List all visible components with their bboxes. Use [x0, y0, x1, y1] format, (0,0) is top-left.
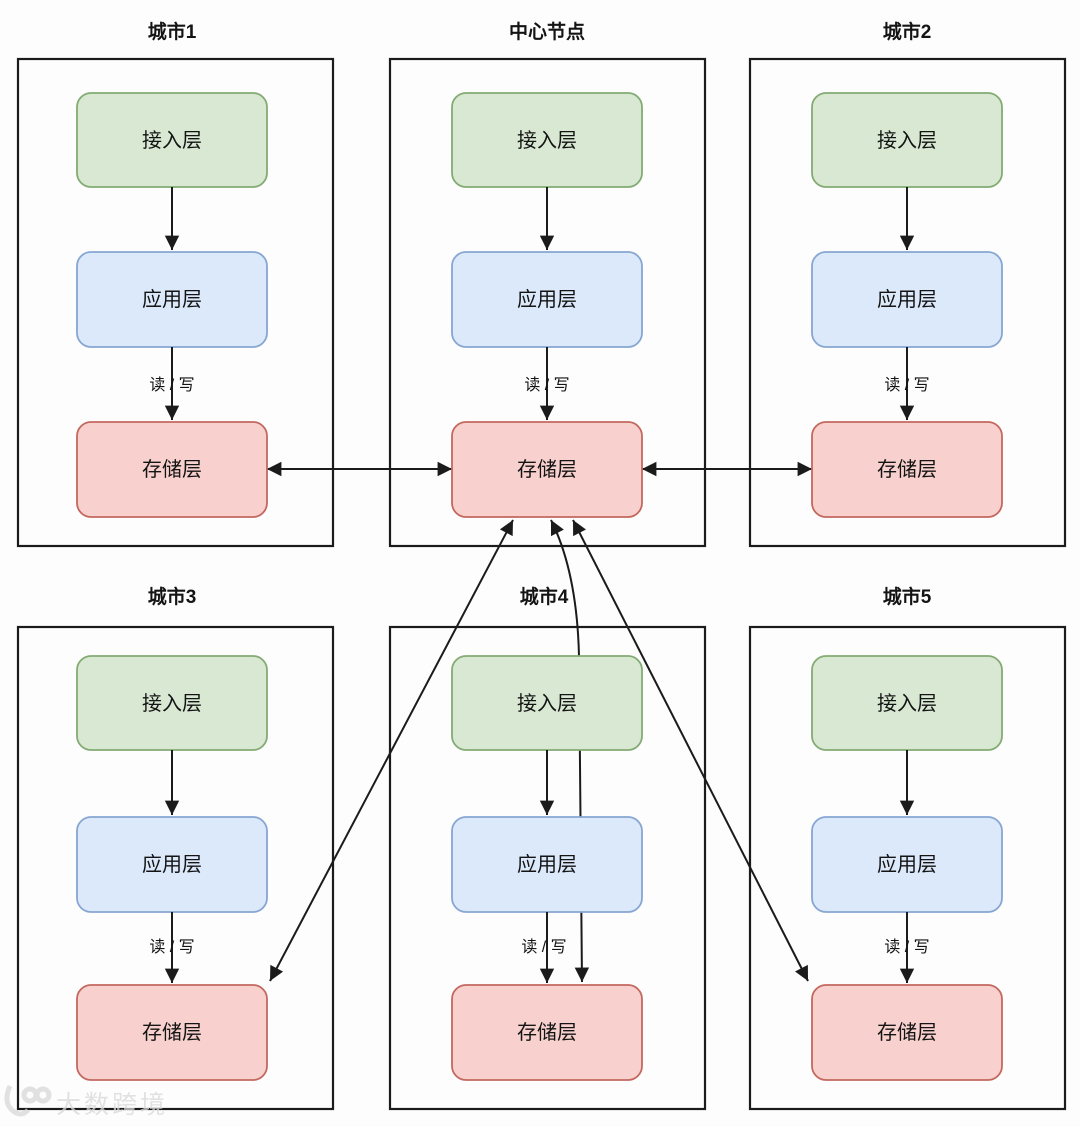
watermark-logo-icon	[4, 1084, 52, 1117]
storage-layer-box	[811, 421, 1003, 518]
panel-title: 中心节点	[509, 20, 585, 43]
storage-layer-box	[451, 421, 643, 518]
access-layer-label: 接入层	[877, 129, 937, 152]
sync-center-city3	[269, 519, 514, 982]
access-layer-label: 接入层	[517, 692, 577, 715]
sync-center-city5	[572, 519, 809, 982]
read-write-label: 读 / 写	[149, 938, 194, 956]
panel-frame	[388, 625, 707, 1111]
read-write-label: 读 / 写	[524, 376, 569, 394]
panel-frame	[16, 625, 335, 1111]
access-layer-label: 接入层	[517, 129, 577, 152]
watermark: 大数跨境	[4, 1084, 168, 1119]
application-layer-label: 应用层	[877, 288, 937, 311]
application-layer-label: 应用层	[142, 288, 202, 311]
storage-layer-box	[76, 984, 268, 1081]
read-write-label: 读 / 写	[149, 376, 194, 394]
storage-layer-box	[451, 984, 643, 1081]
panel-frame	[16, 57, 335, 548]
storage-layer-label: 存储层	[877, 458, 937, 481]
watermark-text: 大数跨境	[56, 1091, 168, 1119]
read-write-label: 读 / 写	[521, 938, 566, 956]
application-layer-label: 应用层	[517, 853, 577, 876]
access-layer-label: 接入层	[877, 692, 937, 715]
panel-city1: 城市1 接入层 应用层 读 / 写 存储层	[16, 20, 335, 548]
panel-title: 城市1	[148, 20, 197, 43]
storage-layer-box	[76, 421, 268, 518]
storage-layer-label: 存储层	[517, 458, 577, 481]
panel-city5: 城市5 接入层 应用层 读 / 写 存储层	[748, 585, 1067, 1111]
storage-layer-label: 存储层	[142, 458, 202, 481]
panel-title: 城市5	[883, 585, 932, 608]
panel-city3: 城市3 接入层 应用层 读 / 写 存储层	[16, 585, 335, 1111]
application-layer-label: 应用层	[142, 853, 202, 876]
panel-frame	[748, 57, 1067, 548]
panel-title: 城市2	[883, 20, 932, 43]
read-write-label: 读 / 写	[884, 938, 929, 956]
panel-frame	[388, 57, 707, 548]
read-write-label: 读 / 写	[884, 376, 929, 394]
panel-city4: 城市4 接入层 应用层 读 / 写 存储层	[388, 585, 707, 1111]
panel-title: 城市4	[520, 585, 569, 608]
access-layer-label: 接入层	[142, 692, 202, 715]
storage-layer-box	[811, 984, 1003, 1081]
panel-center: 中心节点 接入层 应用层 读 / 写 存储层	[388, 20, 707, 548]
panel-city2: 城市2 接入层 应用层 读 / 写 存储层	[748, 20, 1067, 548]
storage-sync-links	[267, 461, 812, 983]
panel-title: 城市3	[148, 585, 197, 608]
panel-frame	[748, 625, 1067, 1111]
storage-layer-label: 存储层	[142, 1021, 202, 1044]
access-layer-label: 接入层	[142, 129, 202, 152]
application-layer-label: 应用层	[517, 288, 577, 311]
storage-layer-label: 存储层	[877, 1021, 937, 1044]
application-layer-label: 应用层	[877, 853, 937, 876]
storage-layer-label: 存储层	[517, 1021, 577, 1044]
